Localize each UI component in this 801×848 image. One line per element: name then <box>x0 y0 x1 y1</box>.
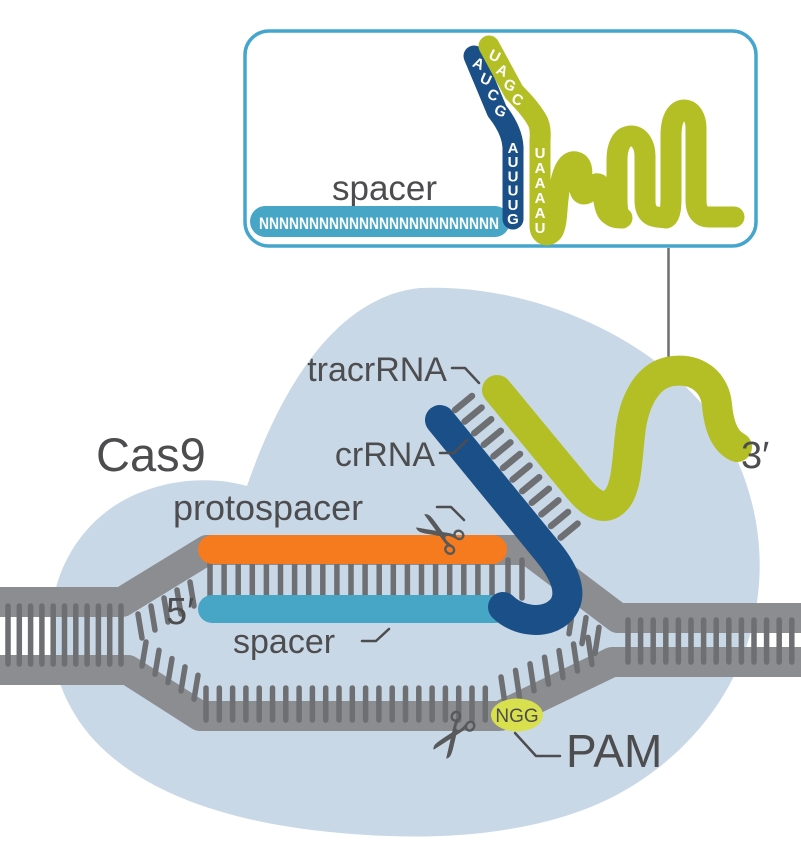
tracrrna-strand <box>482 355 752 521</box>
spacer-pointer <box>360 627 391 643</box>
tracrrna-label: tracrRNA <box>307 351 447 389</box>
three-prime-label: 3′ <box>741 435 769 477</box>
five-prime-label: 5′ <box>166 591 194 633</box>
pam-pill <box>491 698 543 732</box>
spacer-bar <box>198 595 510 623</box>
protospacer-label: protospacer <box>173 487 363 528</box>
cas9-label: Cas9 <box>96 428 206 481</box>
protospacer-pointer <box>435 505 466 522</box>
inset-tracrrna-hairpins <box>478 35 745 246</box>
pam-label: PAM <box>566 725 662 777</box>
inset-spacer-label: spacer <box>332 169 437 208</box>
crrna-label: crRNA <box>335 436 435 474</box>
crrna-pointer <box>438 438 469 455</box>
inset-panel-frame <box>243 29 758 248</box>
inset-spacer-bar <box>250 206 510 237</box>
crrna-strand <box>425 405 583 635</box>
base-pair-ticks <box>5 553 795 723</box>
spacer-label: spacer <box>233 623 335 661</box>
inset-crrna-strand <box>463 45 524 230</box>
rna-duplex-ticks <box>451 392 581 541</box>
pam-sequence-label: NGG <box>495 706 538 727</box>
tracrrna-pointer <box>450 366 481 385</box>
pam-pointer <box>513 731 562 758</box>
inset-spacer-sequence: NNNNNNNNNNNNNNNNNNNNNNNN <box>259 214 499 233</box>
protospacer-bar <box>198 535 507 564</box>
